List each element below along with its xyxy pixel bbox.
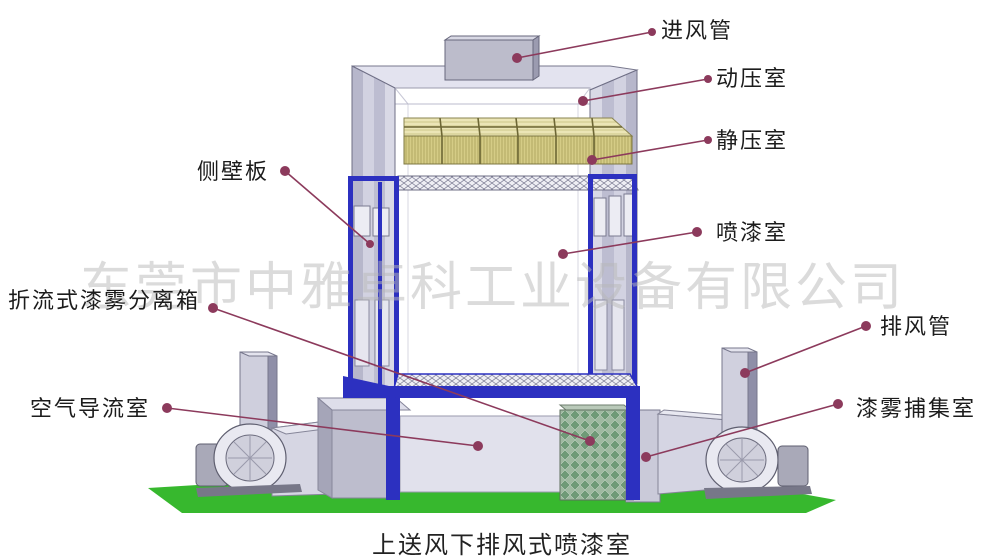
base-platform	[343, 386, 640, 398]
air-guide-front	[331, 409, 391, 499]
label-baffle-separator-box: 折流式漆雾分离箱	[8, 289, 200, 314]
callout-dot	[578, 96, 588, 106]
left-wall-panel	[385, 66, 395, 392]
leader-line	[562, 231, 698, 255]
right-fan-motor	[777, 445, 809, 487]
callout-dot	[208, 303, 218, 313]
left-fan-blades	[228, 436, 272, 480]
right-fan-blades	[720, 438, 764, 482]
callout-dot	[740, 368, 750, 378]
frame-post	[378, 182, 382, 388]
caption: 上送风下排风式喷漆室	[372, 531, 632, 559]
floor-grating	[393, 373, 640, 389]
label-air-guide-chamber: 空气导流室	[30, 397, 150, 422]
left-fan	[195, 423, 302, 497]
frame-post	[348, 178, 353, 388]
right-fan-base	[704, 486, 812, 499]
blue-frame	[348, 174, 637, 388]
callout-dot	[692, 227, 702, 237]
inlet-duct-side	[532, 35, 540, 81]
callout-dot	[512, 53, 522, 63]
watermark: 东莞市中雅卓科工业设备有限公司	[80, 258, 905, 318]
callout-dot	[162, 403, 172, 413]
leader-line	[591, 139, 709, 161]
window	[608, 195, 622, 237]
right-stack-top	[721, 347, 758, 353]
right-fan	[704, 426, 812, 499]
interior-depth-lines	[394, 87, 591, 393]
callout-dot	[704, 75, 712, 83]
air-guide-side	[317, 396, 333, 499]
window	[353, 205, 371, 237]
frame-post	[588, 178, 593, 388]
base-platform-left	[343, 376, 398, 398]
leader-line	[582, 78, 709, 102]
label-side-wall-panel: 侧壁板	[197, 160, 269, 185]
leader-line	[645, 403, 839, 458]
booth-structure	[343, 65, 640, 398]
air-guide-extension	[399, 415, 561, 493]
callout-dot	[280, 166, 290, 176]
callout-dot	[473, 441, 483, 451]
leader-line	[516, 31, 653, 59]
callout-dot	[558, 249, 568, 259]
window	[611, 299, 625, 371]
leader-line	[744, 325, 867, 374]
filter-dividers	[404, 117, 622, 164]
leg-left	[386, 398, 400, 500]
callout-dot	[833, 399, 843, 409]
leader-line	[166, 407, 479, 447]
frame-post	[632, 176, 637, 388]
inlet-duct	[443, 35, 541, 81]
callout-dot	[366, 240, 374, 248]
callout-dot	[587, 155, 597, 165]
separator-top	[558, 404, 632, 411]
label-dynamic-pressure-chamber: 动压室	[716, 67, 788, 92]
callout-dot	[585, 436, 595, 446]
air-guide-chamber	[316, 396, 561, 499]
label-inlet-duct: 进风管	[661, 19, 733, 44]
callouts	[162, 28, 871, 462]
baffle-separator-box	[558, 404, 632, 501]
frame-post	[394, 178, 399, 388]
label-mist-capture-chamber: 漆雾捕集室	[856, 397, 976, 422]
callout-dot	[648, 28, 656, 36]
label-static-pressure-chamber: 静压室	[716, 129, 788, 154]
callout-dot	[861, 321, 871, 331]
window	[594, 299, 608, 371]
frame-beam	[348, 176, 399, 181]
leader-line	[212, 307, 591, 442]
filter-bank	[403, 117, 634, 165]
label-exhaust-duct: 排风管	[880, 315, 952, 340]
window	[593, 197, 607, 237]
leg-right	[626, 398, 640, 500]
callout-dot	[641, 452, 651, 462]
inlet-duct-top	[443, 35, 541, 41]
window	[354, 299, 370, 367]
frame-beam	[588, 174, 637, 179]
left-fan-base	[196, 484, 302, 497]
leader-line	[284, 170, 371, 245]
left-stack-top	[239, 351, 278, 357]
callout-dot	[704, 136, 712, 144]
label-spray-booth: 喷漆室	[716, 221, 788, 246]
separator-front	[559, 409, 627, 501]
